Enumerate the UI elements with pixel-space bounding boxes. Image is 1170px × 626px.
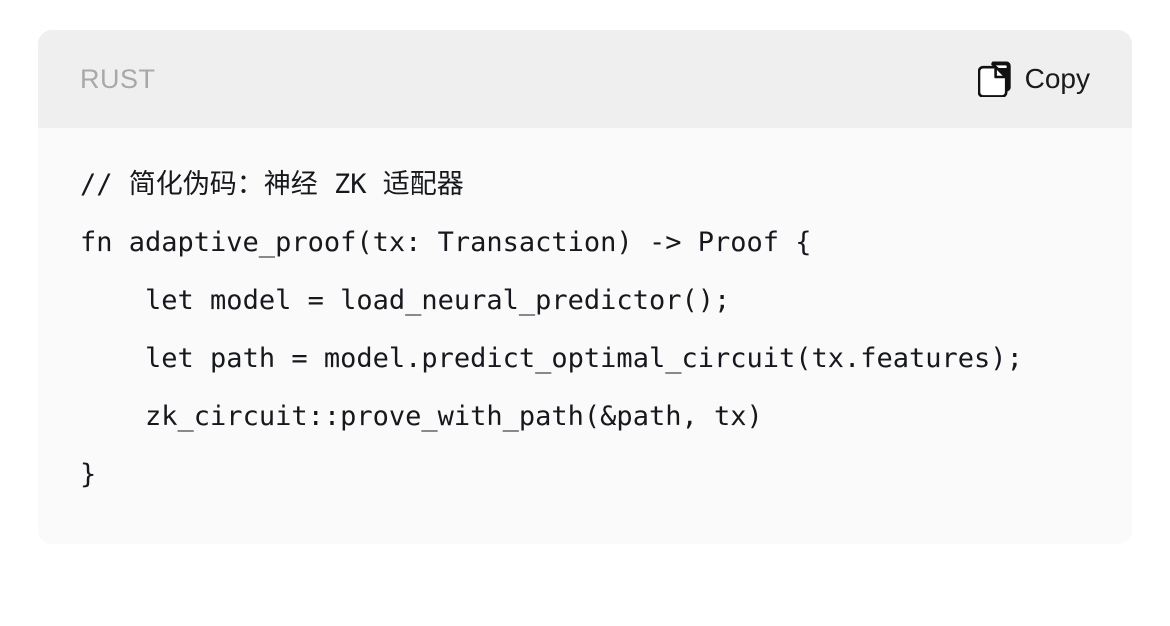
code-language-label: RUST [80, 63, 156, 94]
copy-icon [977, 61, 1012, 97]
code-line: } [80, 459, 97, 490]
code-line: let model = load_neural_predictor(); [80, 285, 731, 316]
code-line: // 简化伪码：神经 ZK 适配器 [80, 169, 464, 200]
code-block-body: // 简化伪码：神经 ZK 适配器 fn adaptive_proof(tx: T… [38, 128, 1132, 544]
copy-button[interactable]: Copy [977, 61, 1090, 97]
code-block-header: RUST Copy [38, 30, 1132, 128]
code-block-card: RUST Copy // 简化伪码：神经 ZK 适配器 fn adaptive_p… [38, 30, 1132, 544]
code-line: let path = model.predict_optimal_circuit… [80, 343, 1023, 374]
code-line: fn adaptive_proof(tx: Transaction) -> Pr… [80, 227, 812, 258]
code-text[interactable]: // 简化伪码：神经 ZK 适配器 fn adaptive_proof(tx: T… [80, 156, 1090, 504]
code-line: zk_circuit::prove_with_path(&path, tx) [80, 401, 763, 432]
copy-button-label: Copy [1024, 63, 1090, 94]
